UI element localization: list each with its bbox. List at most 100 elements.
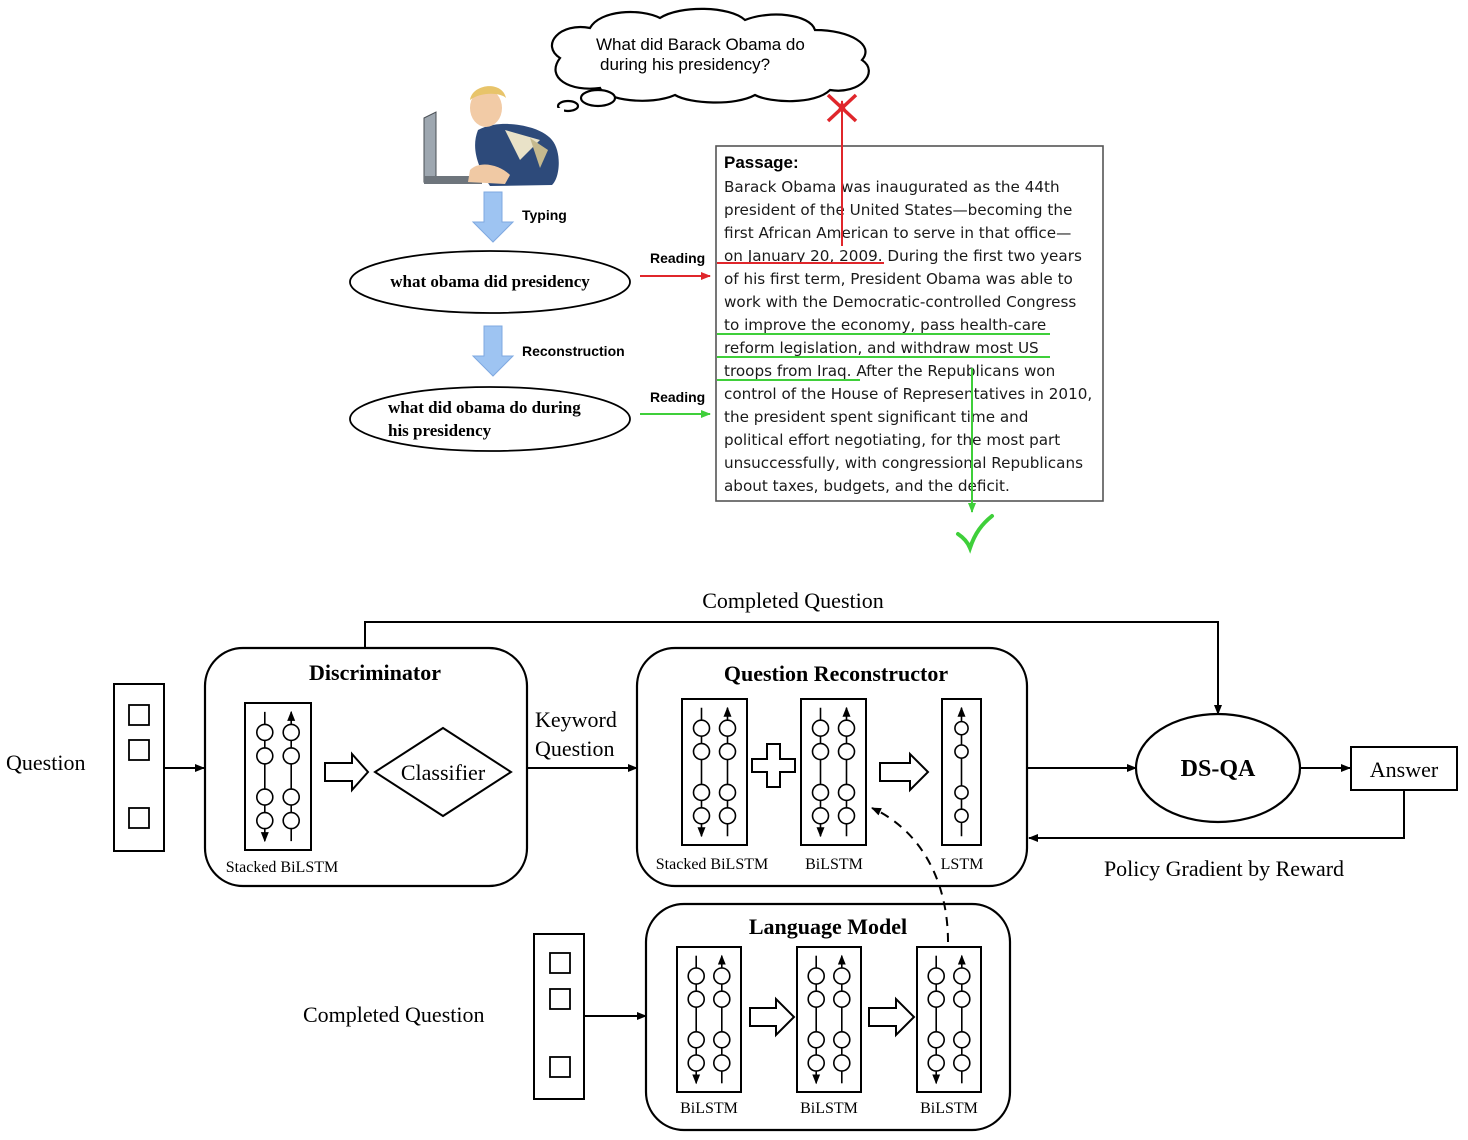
- completed-question-input-tokens: [533, 933, 585, 1100]
- lstm-cell: [837, 742, 856, 761]
- reconstructed-query-ellipse: what did obama do during his presidency: [349, 386, 631, 452]
- lstm-cell: [687, 990, 706, 1009]
- discriminator-module: Discriminator Classifier Stacked BiLSTM: [203, 646, 529, 888]
- classifier-diamond: [373, 726, 513, 818]
- question-reconstructor-module: Question Reconstructor Stacked BiLSTM Bi…: [635, 646, 1029, 888]
- reconstructor-bilstm-block: [800, 698, 867, 846]
- reconstructor-title: Question Reconstructor: [724, 661, 948, 686]
- passage-line: of his first term, President Obama was a…: [724, 270, 1073, 288]
- lstm-cell: [952, 967, 971, 985]
- passage-line: first African American to serve in that …: [724, 224, 1071, 242]
- passage-line: control of the House of Representatives …: [724, 385, 1092, 403]
- lstm-cell: [255, 811, 274, 830]
- passage-line: Barack Obama was inaugurated as the 44th: [724, 178, 1060, 196]
- lstm-cell: [255, 723, 274, 742]
- passage-line: president of the United States—becoming …: [724, 201, 1072, 219]
- answer-label: Answer: [1370, 757, 1439, 782]
- question-input-tokens: [113, 683, 165, 852]
- lstm-cell: [927, 967, 946, 985]
- lstm-cell: [718, 783, 737, 802]
- reconstructor-stacked-bilstm-label: Stacked BiLSTM: [656, 856, 768, 873]
- language-model-block-arrow-1: [749, 996, 796, 1038]
- reconstructor-stacked-bilstm-block: [681, 698, 748, 846]
- passage-box: Passage: Barack Obama was inaugurated as…: [715, 100, 1104, 513]
- correct-check-icon: [956, 514, 994, 554]
- lstm-cell: [952, 1054, 971, 1072]
- discriminator-bilstm-label: Stacked BiLSTM: [226, 859, 338, 876]
- policy-gradient-arrow: [1028, 790, 1405, 842]
- keyword-question-line-2: Question: [535, 736, 614, 761]
- typing-arrow: Typing: [471, 191, 567, 243]
- lstm-cell: [282, 788, 301, 806]
- lstm-cell: [687, 1031, 706, 1049]
- keyword-query-text: what obama did presidency: [390, 272, 590, 291]
- passage-line: political effort negotiating, for the mo…: [724, 431, 1060, 449]
- lstm-cell: [952, 1031, 971, 1049]
- lstm-cell: [712, 1054, 731, 1072]
- completed-question-top-label: Completed Question: [702, 588, 883, 613]
- lstm-cell: [687, 967, 706, 985]
- reconstructor-lstm-block: [941, 698, 982, 846]
- lstm-cell: [692, 719, 711, 738]
- language-model-bilstm-label-3: BiLSTM: [920, 1100, 978, 1117]
- lstm-cell: [837, 719, 856, 738]
- reading-arrow-wrong: Reading: [640, 250, 711, 280]
- thought-line-2: during his presidency?: [600, 55, 770, 74]
- completed-question-loop-arrow: [364, 621, 1222, 715]
- thought-line-1: What did Barack Obama do: [596, 35, 805, 54]
- combine-plus-icon: [751, 743, 796, 788]
- discriminator-block-arrow: [324, 751, 370, 793]
- passage-text: Barack Obama was inaugurated as the 44th…: [724, 178, 1092, 495]
- lstm-cell: [954, 785, 969, 800]
- dsqa-module: DS-QA: [1134, 712, 1302, 824]
- language-model-bilstm-block-2: [796, 946, 862, 1093]
- language-model-title: Language Model: [749, 914, 907, 939]
- passage-line: work with the Democratic-controlled Cong…: [724, 293, 1076, 311]
- lstm-cell: [718, 742, 737, 761]
- lstm-cell: [687, 1054, 706, 1072]
- discriminator-title: Discriminator: [309, 660, 441, 685]
- lstm-cell: [811, 783, 830, 802]
- passage-line: to improve the economy, pass health-care: [724, 316, 1046, 334]
- lstm-cell: [954, 808, 969, 824]
- passage-title: Passage:: [724, 153, 799, 172]
- passage-line: the president spent significant time and: [724, 408, 1028, 426]
- language-model-module: Language Model BiLSTM BiLSTM BiLSTM: [644, 902, 1012, 1132]
- language-model-bilstm-label-1: BiLSTM: [680, 1100, 738, 1117]
- wrong-cross-icon: [826, 93, 858, 123]
- classifier-label: Classifier: [401, 760, 486, 785]
- lstm-cell: [718, 806, 737, 825]
- question-label: Question: [6, 750, 85, 775]
- lstm-cell: [718, 719, 737, 738]
- lstm-cell: [712, 990, 731, 1009]
- lstm-cell: [832, 990, 851, 1009]
- lstm-cell: [837, 806, 856, 825]
- lstm-cell: [807, 967, 826, 985]
- reading-label-1: Reading: [650, 250, 705, 266]
- language-model-bilstm-block-3: [916, 946, 982, 1093]
- lstm-cell: [927, 990, 946, 1009]
- lstm-cell: [255, 788, 274, 806]
- answer-box: Answer: [1350, 746, 1458, 791]
- reconstructed-query-line-1: what did obama do during: [388, 398, 581, 417]
- lstm-cell: [282, 747, 301, 765]
- lstm-cell: [712, 1031, 731, 1049]
- reconstructed-query-line-2: his presidency: [388, 421, 492, 440]
- policy-gradient-label: Policy Gradient by Reward: [1104, 856, 1344, 881]
- lstm-cell: [837, 783, 856, 802]
- lstm-cell: [712, 967, 731, 985]
- lstm-cell: [811, 806, 830, 825]
- lstm-cell: [832, 967, 851, 985]
- lstm-cell: [692, 742, 711, 761]
- reconstructor-block-arrow: [879, 751, 930, 793]
- lstm-cell: [255, 747, 274, 765]
- lstm-cell: [282, 811, 301, 830]
- lstm-cell: [692, 783, 711, 802]
- passage-line: unsuccessfully, with congressional Repub…: [724, 454, 1083, 472]
- passage-line: reform legislation, and withdraw most US: [724, 339, 1039, 357]
- reconstruction-label: Reconstruction: [522, 343, 625, 359]
- lstm-cell: [832, 1054, 851, 1072]
- lstm-cell: [811, 742, 830, 761]
